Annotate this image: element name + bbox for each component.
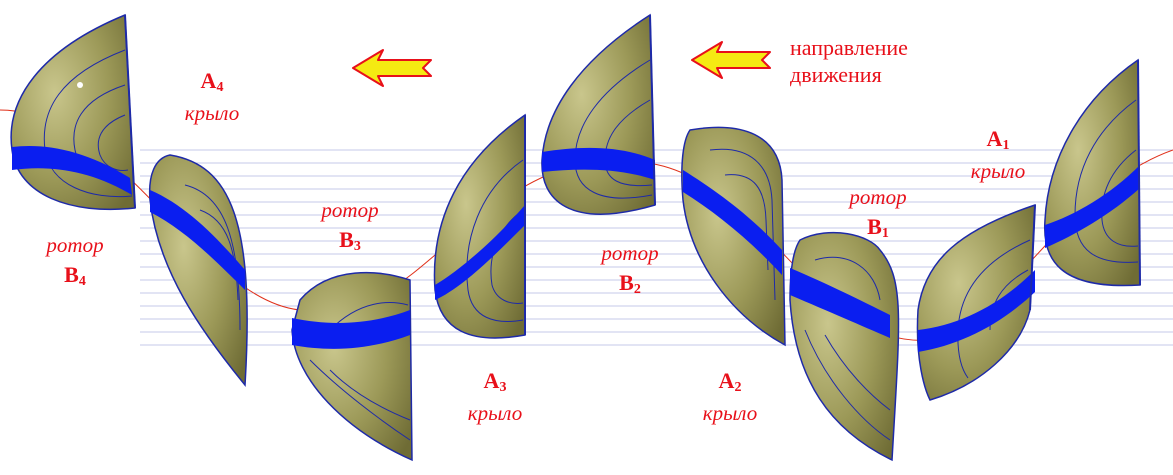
rotor-word: ротор	[580, 243, 680, 264]
direction-note: направление движения	[790, 34, 908, 88]
rotor-b2-blade	[542, 15, 655, 214]
rotor-word: ротор	[828, 187, 928, 208]
rotor-word: ротор	[300, 200, 400, 221]
wing-a1-upper-blade	[1045, 60, 1140, 286]
wing-code: A1	[948, 128, 1048, 153]
direction-arrow-icon	[353, 50, 431, 86]
wing-a1-label: A1 крыло	[948, 128, 1048, 182]
rotor-letter: B	[619, 270, 634, 295]
direction-note-line2: движения	[790, 61, 908, 88]
rotor-letter: B	[867, 214, 882, 239]
rotor-code: B3	[300, 229, 400, 254]
wing-index: 3	[499, 380, 506, 395]
rotor-b3-label: ротор B3	[300, 200, 400, 254]
rotor-index: 3	[354, 239, 361, 254]
rotor-index: 4	[79, 274, 86, 289]
wing-code: A2	[680, 370, 780, 395]
rotor-word: ротор	[25, 235, 125, 256]
rotor-index: 2	[634, 282, 641, 297]
rotor-b3-blade	[292, 273, 412, 460]
wing-index: 2	[734, 380, 741, 395]
wing-a4-label: A4 крыло	[162, 70, 262, 124]
rotor-b4-blade	[11, 15, 135, 209]
wing-letter: A	[484, 368, 500, 393]
rotor-code: B1	[828, 216, 928, 241]
wing-code: A4	[162, 70, 262, 95]
rotor-index: 1	[882, 226, 889, 241]
wing-word: крыло	[445, 403, 545, 424]
wing-index: 1	[1002, 138, 1009, 153]
rotor-code: B4	[25, 264, 125, 289]
wing-a3-label: A3 крыло	[445, 370, 545, 424]
wing-word: крыло	[680, 403, 780, 424]
wing-a2-label: A2 крыло	[680, 370, 780, 424]
wing-a1-lower-blade	[917, 205, 1035, 400]
rotor-b2-label: ротор B2	[580, 243, 680, 297]
wing-code: A3	[445, 370, 545, 395]
wing-letter: A	[719, 368, 735, 393]
rotor-code: B2	[580, 272, 680, 297]
wing-letter: A	[201, 68, 217, 93]
direction-note-line1: направление	[790, 34, 908, 61]
wing-word: крыло	[948, 161, 1048, 182]
rotor-b4-label: ротор B4	[25, 235, 125, 289]
wing-index: 4	[216, 80, 223, 95]
direction-arrow-icon	[692, 42, 770, 78]
rotor-b1-blade	[790, 233, 899, 460]
wing-letter: A	[987, 126, 1003, 151]
wing-a3-blade	[434, 115, 525, 338]
rotor-letter: B	[339, 227, 354, 252]
rotor-letter: B	[64, 262, 79, 287]
rotor-b1-label: ротор B1	[828, 187, 928, 241]
wing-a2-blade	[682, 127, 785, 345]
wing-word: крыло	[162, 103, 262, 124]
